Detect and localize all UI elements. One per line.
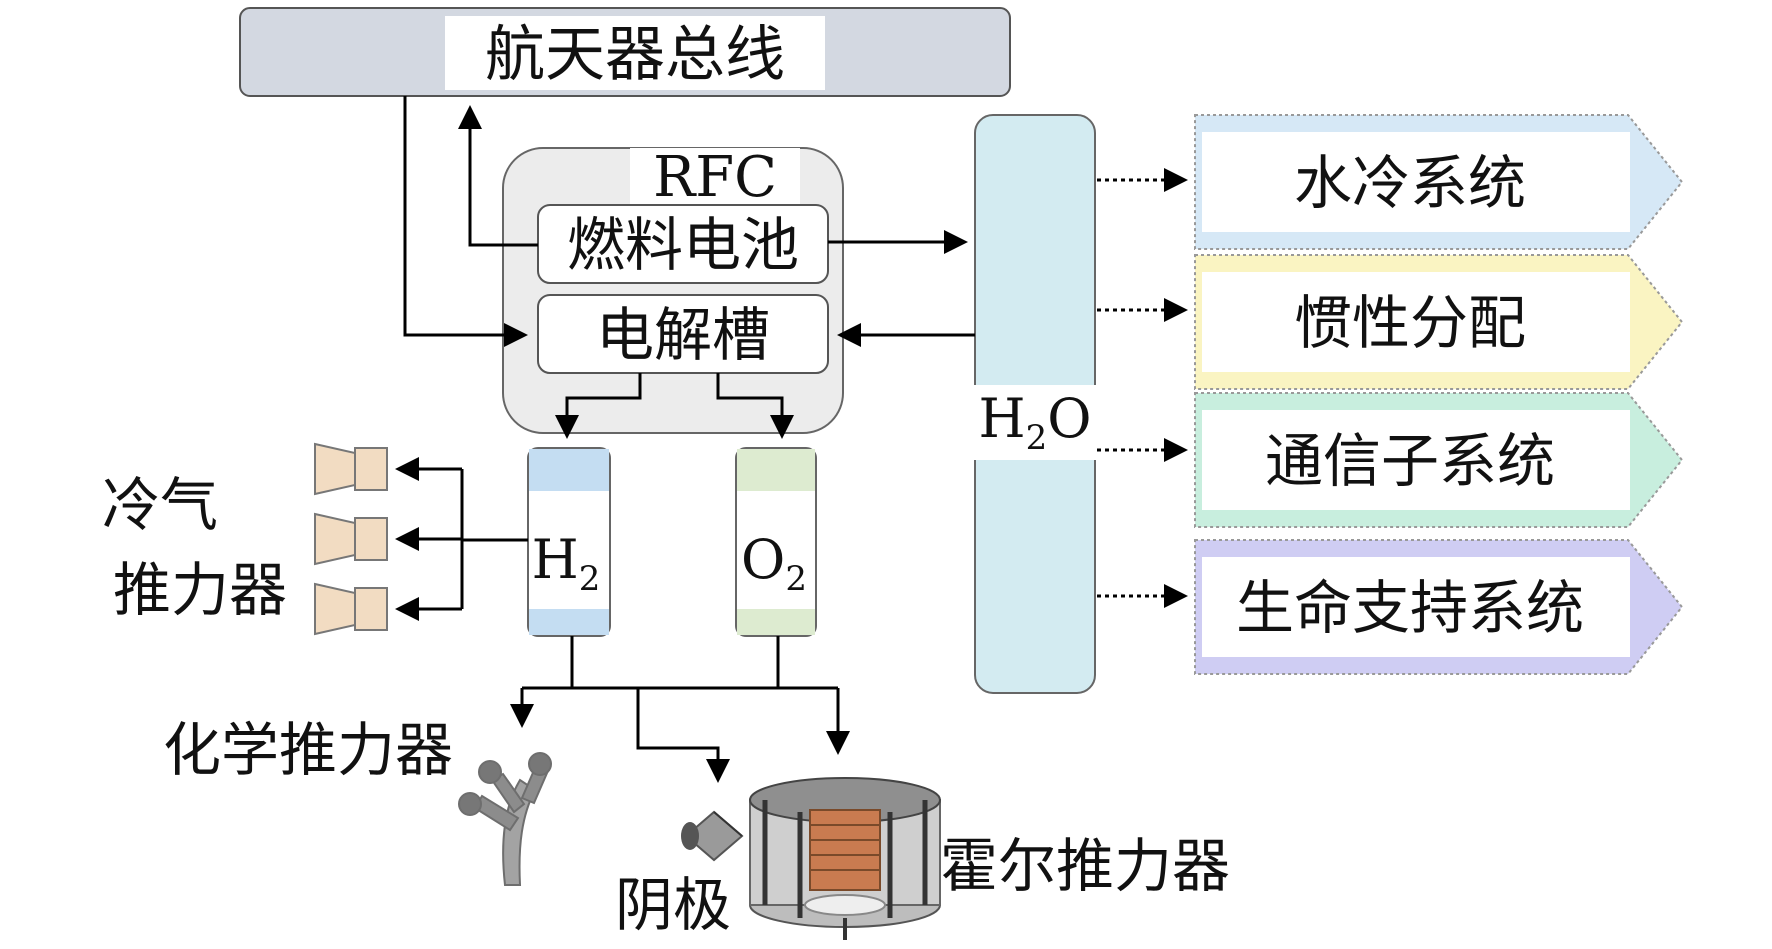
bus-label: 航天器总线 bbox=[485, 20, 785, 90]
o2-tank-bottom-band bbox=[737, 609, 815, 635]
h2-label: H2 bbox=[532, 528, 601, 599]
nozzle-icon bbox=[314, 442, 388, 496]
h2-tank-bottom-band bbox=[529, 609, 609, 635]
electrolyzer-label: 电解槽 bbox=[596, 301, 770, 369]
cathode-label: 阴极 bbox=[615, 871, 731, 939]
chemical-thruster: 化学推力器 bbox=[163, 716, 552, 886]
rfc-unit: RFC 燃料电池 电解槽 bbox=[502, 145, 844, 434]
subsystem-water-cooling: 水冷系统 bbox=[1194, 114, 1684, 250]
subsystem-communication: 通信子系统 bbox=[1194, 392, 1684, 528]
o2-tank: O2 bbox=[735, 447, 817, 637]
cathode: 阴极 bbox=[615, 810, 744, 939]
h2o-distribution-arrows bbox=[1097, 168, 1188, 608]
cold-gas-label-line1: 冷气 bbox=[102, 471, 218, 539]
subsystem-label: 生命支持系统 bbox=[1236, 574, 1584, 642]
rfc-label: RFC bbox=[653, 145, 777, 210]
spacecraft-bus: 航天器总线 bbox=[239, 7, 1011, 97]
cold-gas-thrusters: 冷气 推力器 bbox=[102, 442, 388, 636]
hall-thruster-label: 霍尔推力器 bbox=[940, 832, 1230, 900]
o2-tank-top-band bbox=[737, 449, 815, 491]
subsystem-inertia-distribution: 惯性分配 bbox=[1194, 254, 1684, 390]
nozzle-icon bbox=[314, 512, 388, 566]
subsystem-label: 水冷系统 bbox=[1294, 149, 1526, 217]
subsystem-label: 惯性分配 bbox=[1294, 289, 1526, 357]
hall-thruster-icon bbox=[749, 777, 941, 940]
h2-tank-top-band bbox=[529, 449, 609, 491]
h2-tank: H2 bbox=[527, 447, 611, 637]
hall-thruster: 霍尔推力器 bbox=[749, 777, 1230, 940]
o2-tank-body bbox=[735, 447, 817, 637]
subsystem-life-support: 生命支持系统 bbox=[1194, 539, 1684, 675]
subsystem-list: 水冷系统 惯性分配 通信子系统 生命支持系统 bbox=[1194, 114, 1684, 675]
h2o-label: H2O bbox=[978, 387, 1091, 458]
nozzle-icon bbox=[314, 582, 388, 636]
cathode-icon bbox=[681, 810, 744, 862]
flow-arrows bbox=[395, 96, 975, 783]
o2-label: O2 bbox=[741, 528, 807, 599]
cold-gas-label-line2: 推力器 bbox=[113, 556, 287, 624]
electrolyzer-box bbox=[537, 294, 829, 374]
chemical-thruster-label: 化学推力器 bbox=[163, 716, 453, 784]
h2-tank-body bbox=[527, 447, 611, 637]
fuel-cell-label: 燃料电池 bbox=[567, 211, 799, 279]
chemical-thruster-icon bbox=[458, 752, 552, 886]
h2o-reservoir: H2O bbox=[962, 114, 1112, 694]
subsystem-label: 通信子系统 bbox=[1265, 427, 1555, 495]
